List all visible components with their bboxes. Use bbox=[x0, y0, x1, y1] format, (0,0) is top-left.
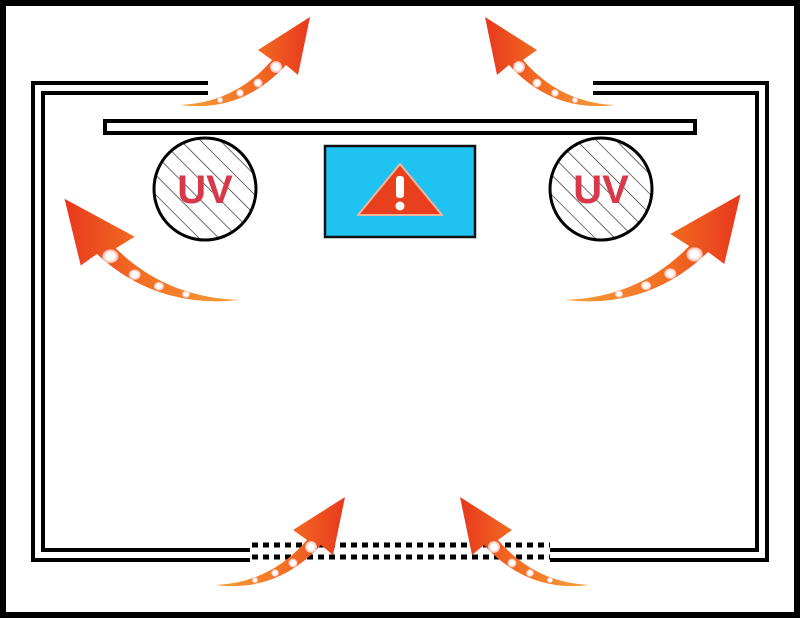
warning-triangle-icon bbox=[357, 163, 443, 216]
enclosure-walls bbox=[31, 81, 769, 562]
uv-lamp-left: UV bbox=[152, 136, 258, 242]
uv-label: UV bbox=[573, 168, 629, 212]
warning-panel bbox=[323, 144, 477, 239]
background bbox=[6, 6, 794, 612]
uv-label: UV bbox=[177, 168, 233, 212]
uv-lamp-right: UV bbox=[548, 136, 654, 242]
shelf-bar bbox=[103, 119, 697, 135]
